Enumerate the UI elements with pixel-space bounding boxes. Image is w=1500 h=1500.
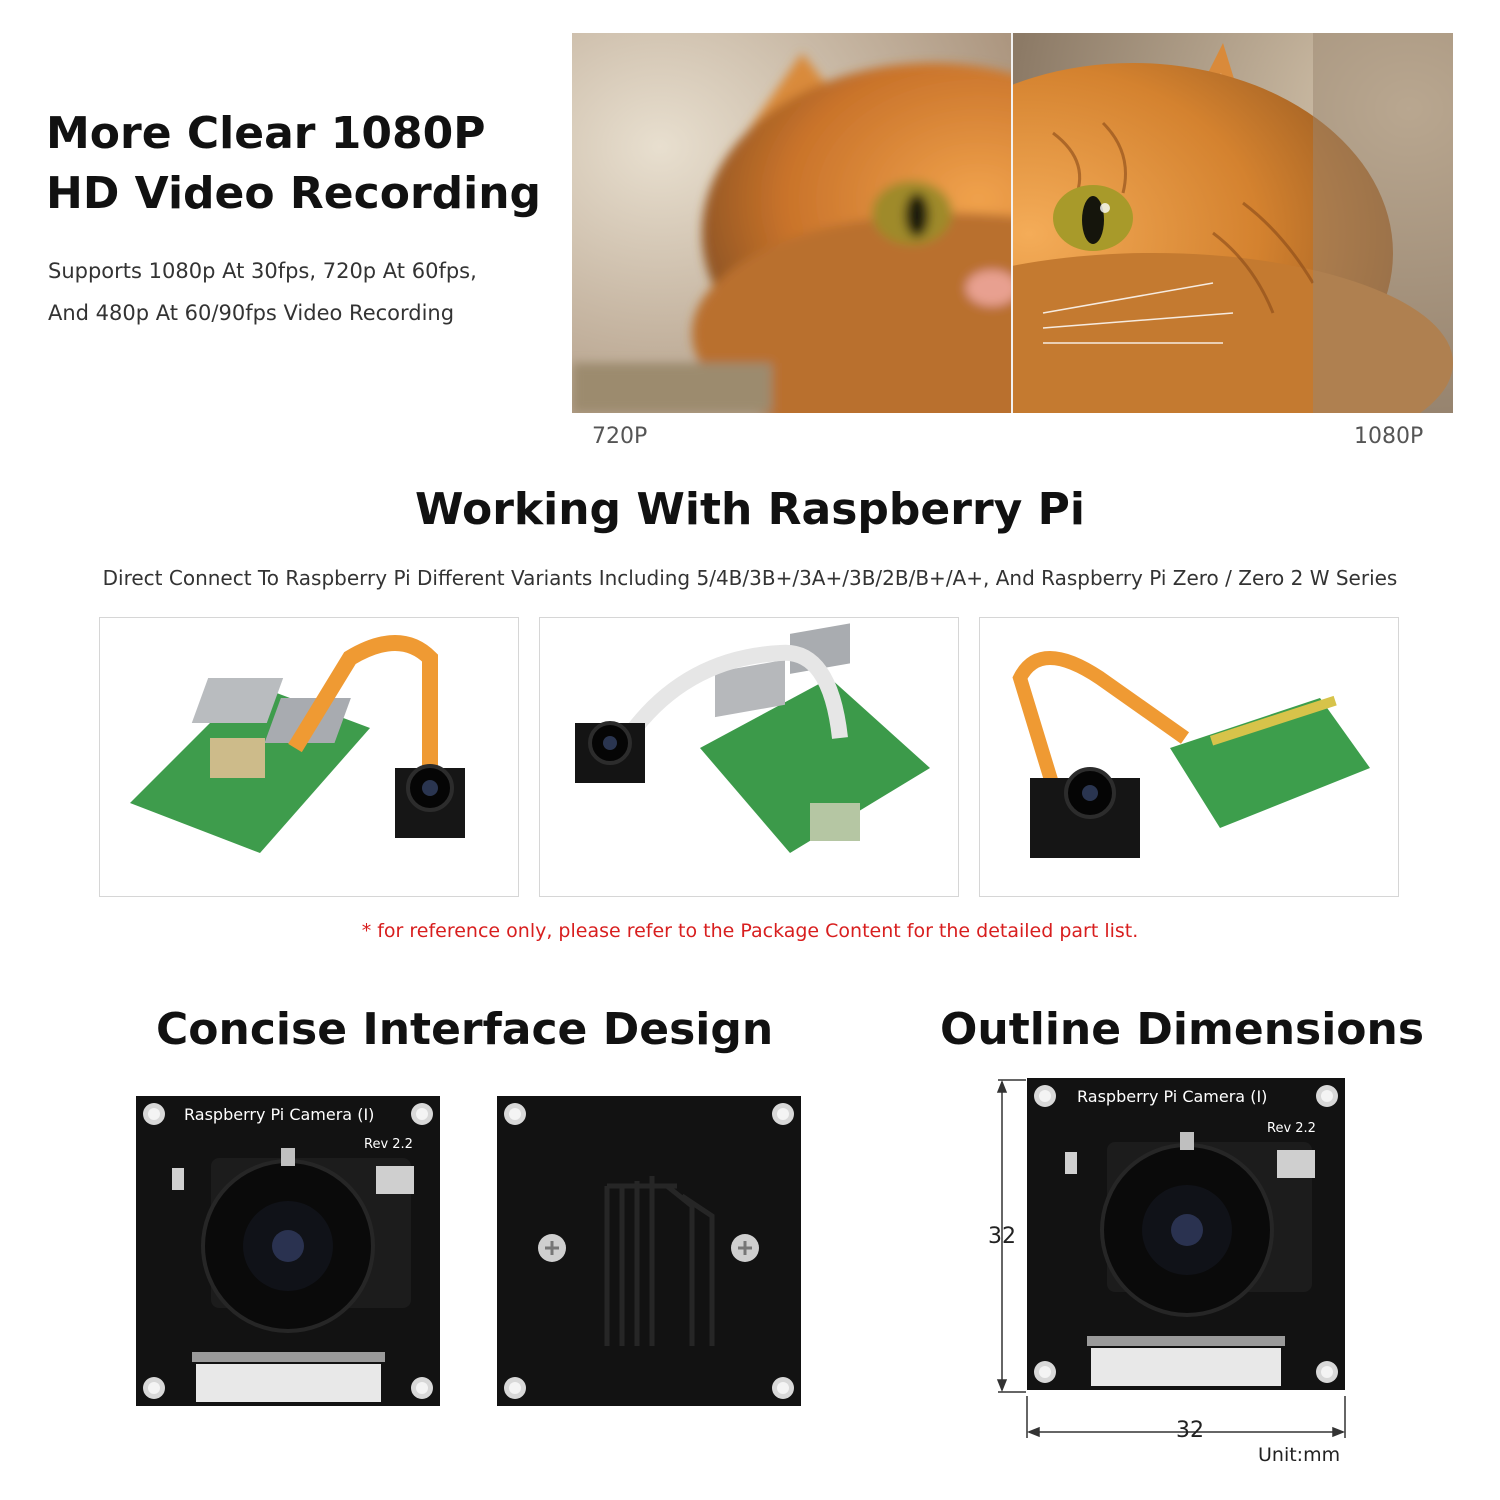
- camera-board-front: Raspberry Pi Camera (I) Rev 2.2: [136, 1096, 440, 1406]
- hero-subtitle-line1: Supports 1080p At 30fps, 720p At 60fps,: [48, 259, 477, 283]
- dimension-lines: [996, 1079, 1346, 1438]
- hero-title-line1: More Clear 1080P: [46, 108, 486, 159]
- label-720p: 720P: [592, 424, 648, 449]
- dimension-height: 32: [988, 1224, 1016, 1249]
- photo-pi5-connection: [99, 617, 519, 897]
- photo-pizero-connection: [979, 617, 1399, 897]
- reference-note: * for reference only, please refer to th…: [361, 920, 1139, 942]
- dimension-unit: Unit:mm: [1258, 1444, 1341, 1466]
- hero-title-line2: HD Video Recording: [46, 168, 542, 219]
- board-label: Raspberry Pi Camera (I): [184, 1105, 374, 1124]
- camera-board-dimension: Raspberry Pi Camera (I) Rev 2.2: [1027, 1078, 1345, 1390]
- board-rev: Rev 2.2: [364, 1137, 413, 1152]
- photo-pi4-connection: [539, 617, 959, 897]
- hero-subtitle: Supports 1080p At 30fps, 720p At 60fps, …: [48, 250, 548, 334]
- interface-title: Concise Interface Design: [156, 1004, 774, 1055]
- hero-title: More Clear 1080P HD Video Recording: [46, 104, 566, 224]
- dimension-board-rev: Rev 2.2: [1267, 1121, 1316, 1136]
- cat-comparison-image: [572, 33, 1453, 413]
- dimensions-title: Outline Dimensions: [940, 1004, 1425, 1055]
- camera-board-back: [497, 1096, 801, 1406]
- dimension-board-label: Raspberry Pi Camera (I): [1077, 1087, 1267, 1106]
- compat-subtitle: Direct Connect To Raspberry Pi Different…: [102, 566, 1398, 590]
- dimension-width: 32: [1176, 1418, 1204, 1443]
- compat-title: Working With Raspberry Pi: [415, 484, 1085, 535]
- comparison-divider: [1011, 33, 1013, 413]
- label-1080p: 1080P: [1354, 424, 1424, 449]
- hero-subtitle-line2: And 480p At 60/90fps Video Recording: [48, 301, 455, 325]
- cat-1080p-photo: [1013, 33, 1453, 413]
- cat-720p-photo: [572, 33, 1012, 413]
